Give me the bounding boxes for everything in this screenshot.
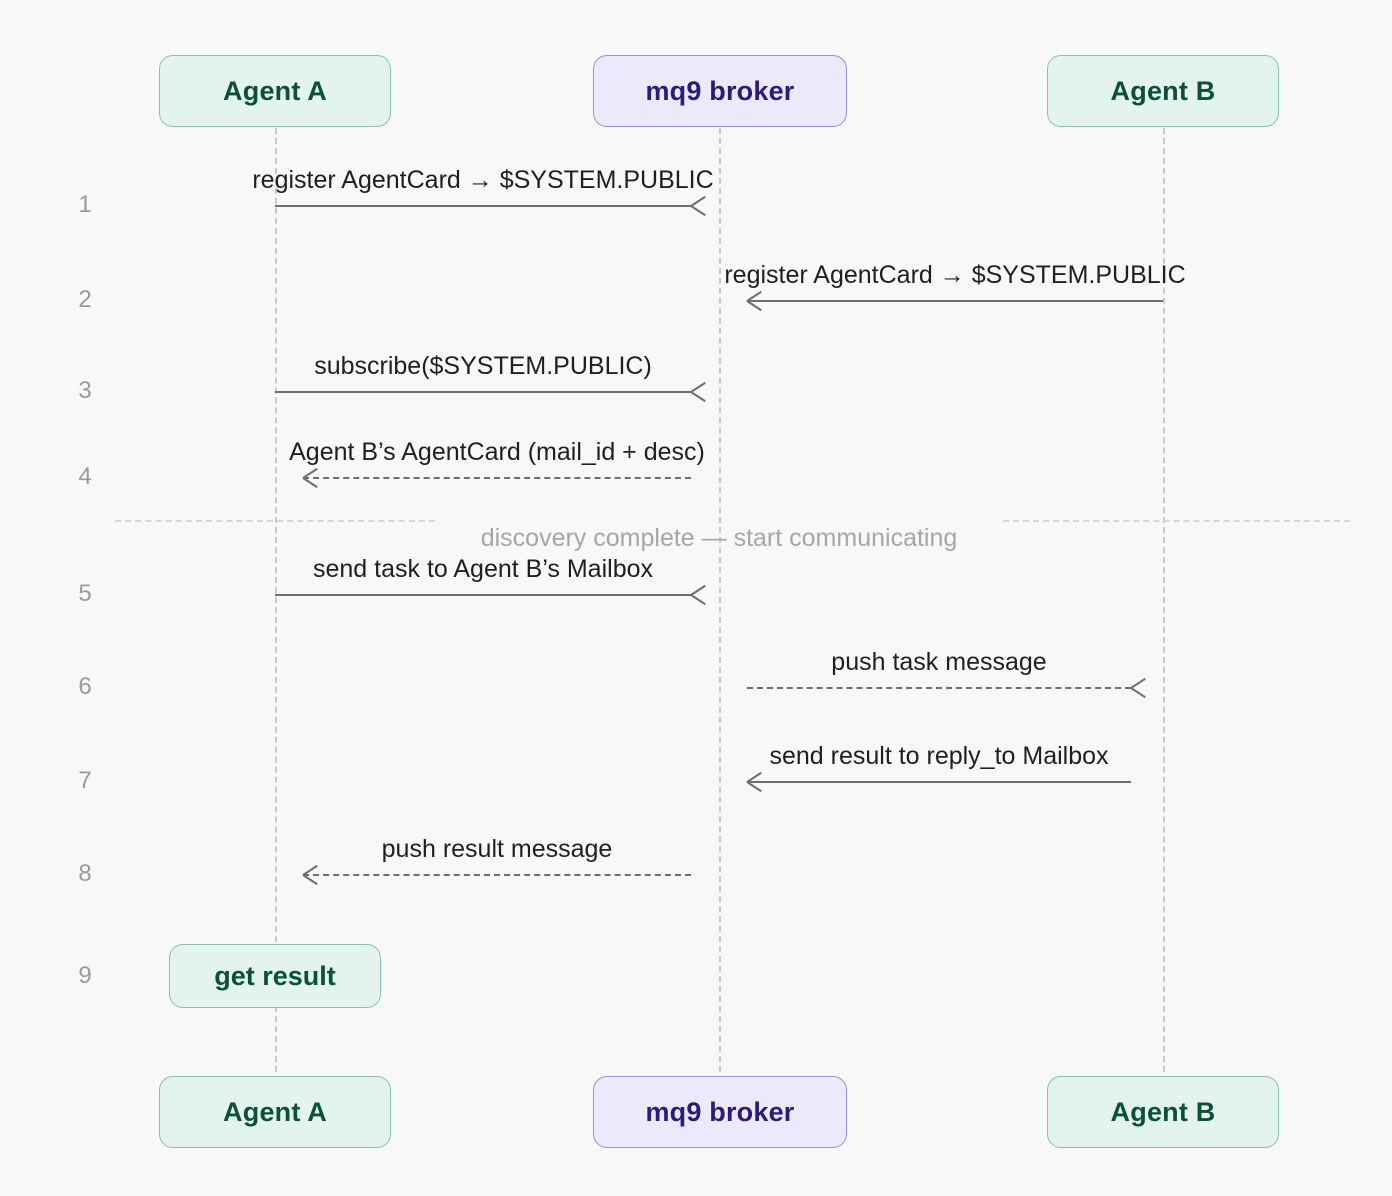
participant-label: Agent A [223, 1096, 327, 1127]
divider-line-right [1003, 520, 1350, 522]
note-get-result[interactable]: get result [169, 944, 381, 1008]
step-number-9: 9 [78, 962, 92, 989]
step-number-7: 7 [78, 767, 92, 794]
participant-label: Agent A [223, 75, 327, 106]
step-number-5: 5 [78, 580, 92, 607]
lifeline-mq9-broker [719, 128, 721, 1072]
step-number-8: 8 [78, 860, 92, 887]
message-line [303, 874, 691, 876]
message-label: send result to reply_to Mailbox [769, 742, 1109, 770]
step-number-1: 1 [78, 191, 92, 218]
participant-agent-a-bottom[interactable]: Agent A [159, 1076, 391, 1148]
message-line [275, 594, 691, 596]
participant-agent-b-bottom[interactable]: Agent B [1047, 1076, 1279, 1148]
step-number-6: 6 [78, 673, 92, 700]
message-label: register AgentCard → $SYSTEM.PUBLIC [252, 166, 714, 194]
step-number-2: 2 [78, 286, 92, 313]
participant-mq9-broker-bottom[interactable]: mq9 broker [593, 1076, 847, 1148]
lifeline-agent-a [275, 128, 277, 1072]
participant-mq9-broker-top[interactable]: mq9 broker [593, 55, 847, 127]
divider-label: discovery complete — start communicating [480, 524, 958, 552]
message-label: send task to Agent B’s Mailbox [312, 555, 654, 583]
participant-label: Agent B [1110, 1096, 1216, 1127]
participant-label: Agent B [1110, 75, 1216, 106]
lifeline-agent-b [1163, 128, 1165, 1072]
participant-label: mq9 broker [645, 75, 795, 106]
step-number-3: 3 [78, 377, 92, 404]
participant-agent-a-top[interactable]: Agent A [159, 55, 391, 127]
participant-label: mq9 broker [645, 1096, 795, 1127]
message-line [747, 687, 1131, 689]
message-line [747, 781, 1131, 783]
message-label: push task message [831, 648, 1047, 676]
message-line [747, 300, 1163, 302]
message-line [275, 391, 691, 393]
message-line [303, 477, 691, 479]
step-number-4: 4 [78, 463, 92, 490]
participant-agent-b-top[interactable]: Agent B [1047, 55, 1279, 127]
message-label: register AgentCard → $SYSTEM.PUBLIC [724, 261, 1186, 289]
message-label: push result message [381, 835, 613, 863]
divider-line-left [115, 520, 435, 522]
note-label: get result [214, 960, 336, 991]
message-label: Agent B’s AgentCard (mail_id + desc) [289, 438, 705, 466]
message-label: subscribe($SYSTEM.PUBLIC) [314, 352, 652, 380]
message-line [275, 205, 691, 207]
